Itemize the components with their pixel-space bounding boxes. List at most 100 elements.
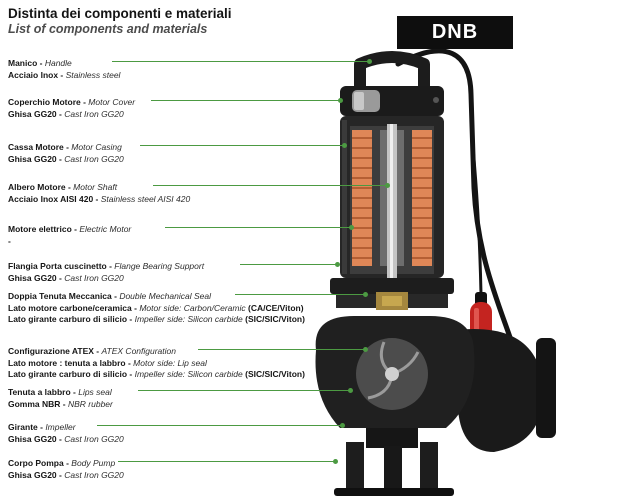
leader-dot xyxy=(348,388,353,393)
leader-dot xyxy=(335,262,340,267)
label-italian: Ghisa GG20 - xyxy=(8,153,65,164)
label-italian: Motore elettrico - xyxy=(8,224,80,234)
component-label-row: Albero Motore - Motor Shaft xyxy=(8,181,190,193)
label-mechanical-seal: Doppia Tenuta Meccanica - Double Mechani… xyxy=(8,290,305,325)
leader-line-motor-casing xyxy=(140,143,347,148)
component-label-row: Ghisa GG20 - Cast Iron GG20 xyxy=(8,272,204,284)
label-motor-casing: Cassa Motore - Motor Casing Ghisa GG20 -… xyxy=(8,141,124,164)
component-label-row: Doppia Tenuta Meccanica - Double Mechani… xyxy=(8,290,305,302)
label-italian: Configurazione ATEX - xyxy=(8,346,102,356)
label-italian: Doppia Tenuta Meccanica - xyxy=(8,291,120,301)
leader-dot xyxy=(367,59,372,64)
component-label-row: Ghisa GG20 - Cast Iron GG20 xyxy=(8,153,124,165)
label-italian: Lato girante carburo di silicio - xyxy=(8,314,135,324)
component-label-row: Flangia Porta cuscinetto - Flange Bearin… xyxy=(8,260,204,272)
label-english: Cast Iron GG20 xyxy=(64,108,124,119)
label-italian: Manico - xyxy=(8,58,45,68)
leader-line-handle xyxy=(112,59,372,64)
component-label-row: Ghisa GG20 - Cast Iron GG20 xyxy=(8,108,135,120)
label-italian: Ghisa GG20 - xyxy=(8,108,65,119)
label-impeller: Girante - Impeller Ghisa GG20 - Cast Iro… xyxy=(8,421,124,444)
label-lip-seal: Tenuta a labbro - Lips seal Gomma NBR - … xyxy=(8,386,113,409)
component-label-row: Configurazione ATEX - ATEX Configuration xyxy=(8,345,305,357)
mechanical-seal-icon xyxy=(376,292,408,310)
leader-dot xyxy=(333,459,338,464)
label-english: Cast Iron GG20 xyxy=(64,272,124,283)
label-english: Impeller side: Silicon carbide xyxy=(134,314,246,324)
label-motor-shaft: Albero Motore - Motor Shaft Acciaio Inox… xyxy=(8,181,190,204)
leader-dot xyxy=(340,423,345,428)
pump-illustration xyxy=(315,48,556,496)
label-italian: Lato motore carbone/ceramica - xyxy=(8,302,140,313)
component-label-row: Coperchio Motore - Motor Cover xyxy=(8,96,135,108)
label-english: Cast Iron GG20 xyxy=(64,433,124,444)
label-italian: Gomma NBR - xyxy=(8,398,68,409)
label-english: Motor side: Carbon/Ceramic xyxy=(139,302,248,313)
label-english: Motor Casing xyxy=(71,142,122,152)
label-english: Cast Iron GG20 xyxy=(64,153,124,164)
label-english: Double Mechanical Seal xyxy=(119,291,211,301)
leader-line-mechanical-seal xyxy=(235,292,368,297)
label-italian: Ghisa GG20 - xyxy=(8,433,65,444)
label-seal-code: (SIC/SIC/Viton) xyxy=(245,314,305,324)
motor-shaft-icon xyxy=(380,124,404,306)
label-body-pump: Corpo Pompa - Body Pump Ghisa GG20 - Cas… xyxy=(8,457,124,480)
pump-handle-icon xyxy=(354,51,430,90)
component-label-row: Motore elettrico - Electric Motor xyxy=(8,223,131,235)
label-seal-code: (SIC/SIC/Viton) xyxy=(245,369,305,379)
label-italian: Girante - xyxy=(8,422,46,432)
label-atex-configuration: Configurazione ATEX - ATEX Configuration… xyxy=(8,345,305,380)
discharge-elbow-icon xyxy=(456,329,556,452)
leader-line-motor-shaft xyxy=(153,183,390,188)
leader-dot xyxy=(338,98,343,103)
label-italian: Lato motore : tenuta a labbro - xyxy=(8,357,134,368)
label-english: Lips seal xyxy=(78,387,112,397)
label-english: NBR rubber xyxy=(67,398,113,409)
label-bearing-flange: Flangia Porta cuscinetto - Flange Bearin… xyxy=(8,260,204,283)
label-english: Stainless steel AISI 420 xyxy=(100,193,191,204)
component-label-row: Ghisa GG20 - Cast Iron GG20 xyxy=(8,469,124,481)
leader-line-impeller xyxy=(97,423,345,428)
label-motor-cover: Coperchio Motore - Motor Cover Ghisa GG2… xyxy=(8,96,135,119)
component-label-row: Manico - Handle xyxy=(8,57,120,69)
pump-feet-icon xyxy=(334,428,454,496)
label-italian: - xyxy=(8,235,11,246)
component-label-row: Cassa Motore - Motor Casing xyxy=(8,141,124,153)
label-english: Impeller side: Silicon carbide xyxy=(134,369,246,379)
label-italian: Coperchio Motore - xyxy=(8,97,89,107)
leader-line-bearing-flange xyxy=(240,262,340,267)
leader-line-electric-motor xyxy=(165,225,354,230)
component-label-row: Lato motore carbone/ceramica - Motor sid… xyxy=(8,302,305,314)
component-label-row: Acciaio Inox - Stainless steel xyxy=(8,69,120,81)
component-label-row: Lato girante carburo di silicio - Impell… xyxy=(8,368,305,380)
label-english: ATEX Configuration xyxy=(101,346,177,356)
label-italian: Tenuta a labbro - xyxy=(8,387,79,397)
label-english: Flange Bearing Support xyxy=(114,261,205,271)
leader-dot xyxy=(363,347,368,352)
label-english: Impeller xyxy=(45,422,76,432)
label-italian: Corpo Pompa - xyxy=(8,458,72,468)
label-english: Motor Shaft xyxy=(73,182,118,192)
label-italian: Lato girante carburo di silicio - xyxy=(8,369,135,379)
label-english: Motor side: Lip seal xyxy=(133,357,207,368)
component-label-row: Lato girante carburo di silicio - Impell… xyxy=(8,313,305,325)
motor-cover-icon xyxy=(340,86,444,116)
label-english: Body Pump xyxy=(71,458,116,468)
leader-line-body-pump xyxy=(118,459,338,464)
label-electric-motor: Motore elettrico - Electric Motor - xyxy=(8,223,131,246)
label-italian: Ghisa GG20 - xyxy=(8,272,65,283)
component-label-row: - xyxy=(8,235,131,247)
component-label-row: Acciaio Inox AISI 420 - Stainless steel … xyxy=(8,193,190,205)
leader-dot xyxy=(385,183,390,188)
impeller-icon xyxy=(356,338,428,410)
leader-line-motor-cover xyxy=(151,98,343,103)
model-badge: DNB xyxy=(397,16,513,49)
label-italian: Albero Motore - xyxy=(8,182,74,192)
label-english: Handle xyxy=(44,58,72,68)
power-cable-icon xyxy=(395,48,523,371)
component-label-row: Girante - Impeller xyxy=(8,421,124,433)
component-label-row: Corpo Pompa - Body Pump xyxy=(8,457,124,469)
component-label-row: Lato motore : tenuta a labbro - Motor si… xyxy=(8,357,305,369)
leader-dot xyxy=(363,292,368,297)
